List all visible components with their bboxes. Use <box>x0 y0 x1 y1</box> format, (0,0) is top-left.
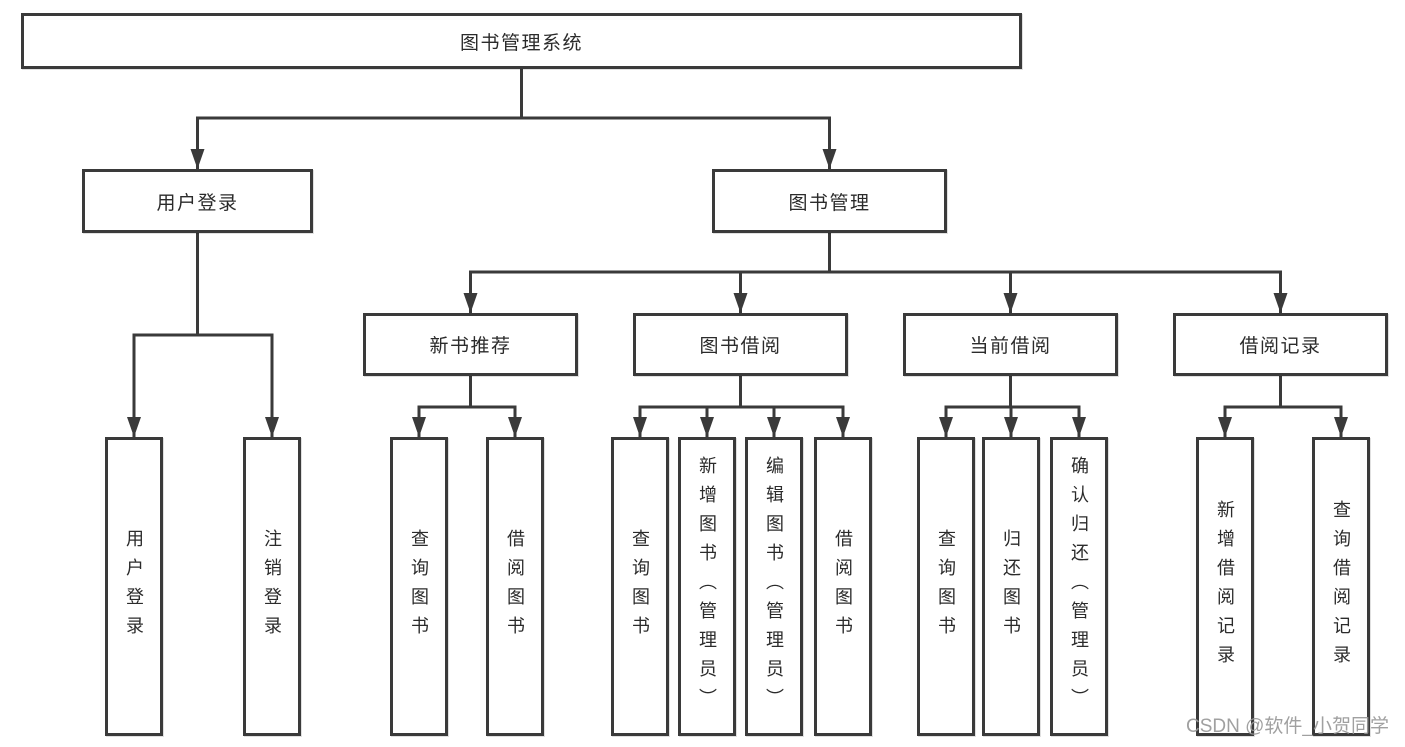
node-leaf-query-books-borrowing: 查询图书 <box>611 437 669 736</box>
node-leaf-add-book-admin: 新增图书（管理员） <box>678 437 736 736</box>
node-new-book-recommendation: 新书推荐 <box>363 313 578 376</box>
node-leaf-confirm-return-admin: 确认归还（管理员） <box>1050 437 1108 736</box>
csdn-watermark: CSDN @软件_小贺同学 <box>1186 716 1389 737</box>
node-book-borrowing: 图书借阅 <box>633 313 848 376</box>
connector-user-login-fork <box>127 333 279 437</box>
node-leaf-query-borrow-record: 查询借阅记录 <box>1312 437 1370 736</box>
node-leaf-borrow-books: 借阅图书 <box>814 437 872 736</box>
connector-borrow-records-fork <box>1218 405 1348 437</box>
node-leaf-add-borrow-record: 新增借阅记录 <box>1196 437 1254 736</box>
connector-book-mgmt-fork <box>463 270 1288 313</box>
connector-root-fork <box>190 116 837 169</box>
node-user-login: 用户登录 <box>82 169 313 233</box>
node-leaf-user-login: 用户登录 <box>105 437 163 736</box>
node-root-system: 图书管理系统 <box>21 13 1022 69</box>
node-leaf-edit-book-admin: 编辑图书（管理员） <box>745 437 803 736</box>
node-leaf-query-books-current: 查询图书 <box>917 437 975 736</box>
node-current-borrowing: 当前借阅 <box>903 313 1118 376</box>
node-leaf-logout: 注销登录 <box>243 437 301 736</box>
connector-book-borrowing-fork <box>633 405 850 437</box>
node-leaf-return-book: 归还图书 <box>982 437 1040 736</box>
node-leaf-borrow-books-recommend: 借阅图书 <box>486 437 544 736</box>
node-borrowing-records: 借阅记录 <box>1173 313 1388 376</box>
connector-new-book-fork <box>412 405 522 437</box>
node-book-management: 图书管理 <box>712 169 947 233</box>
node-leaf-query-books-recommend: 查询图书 <box>390 437 448 736</box>
